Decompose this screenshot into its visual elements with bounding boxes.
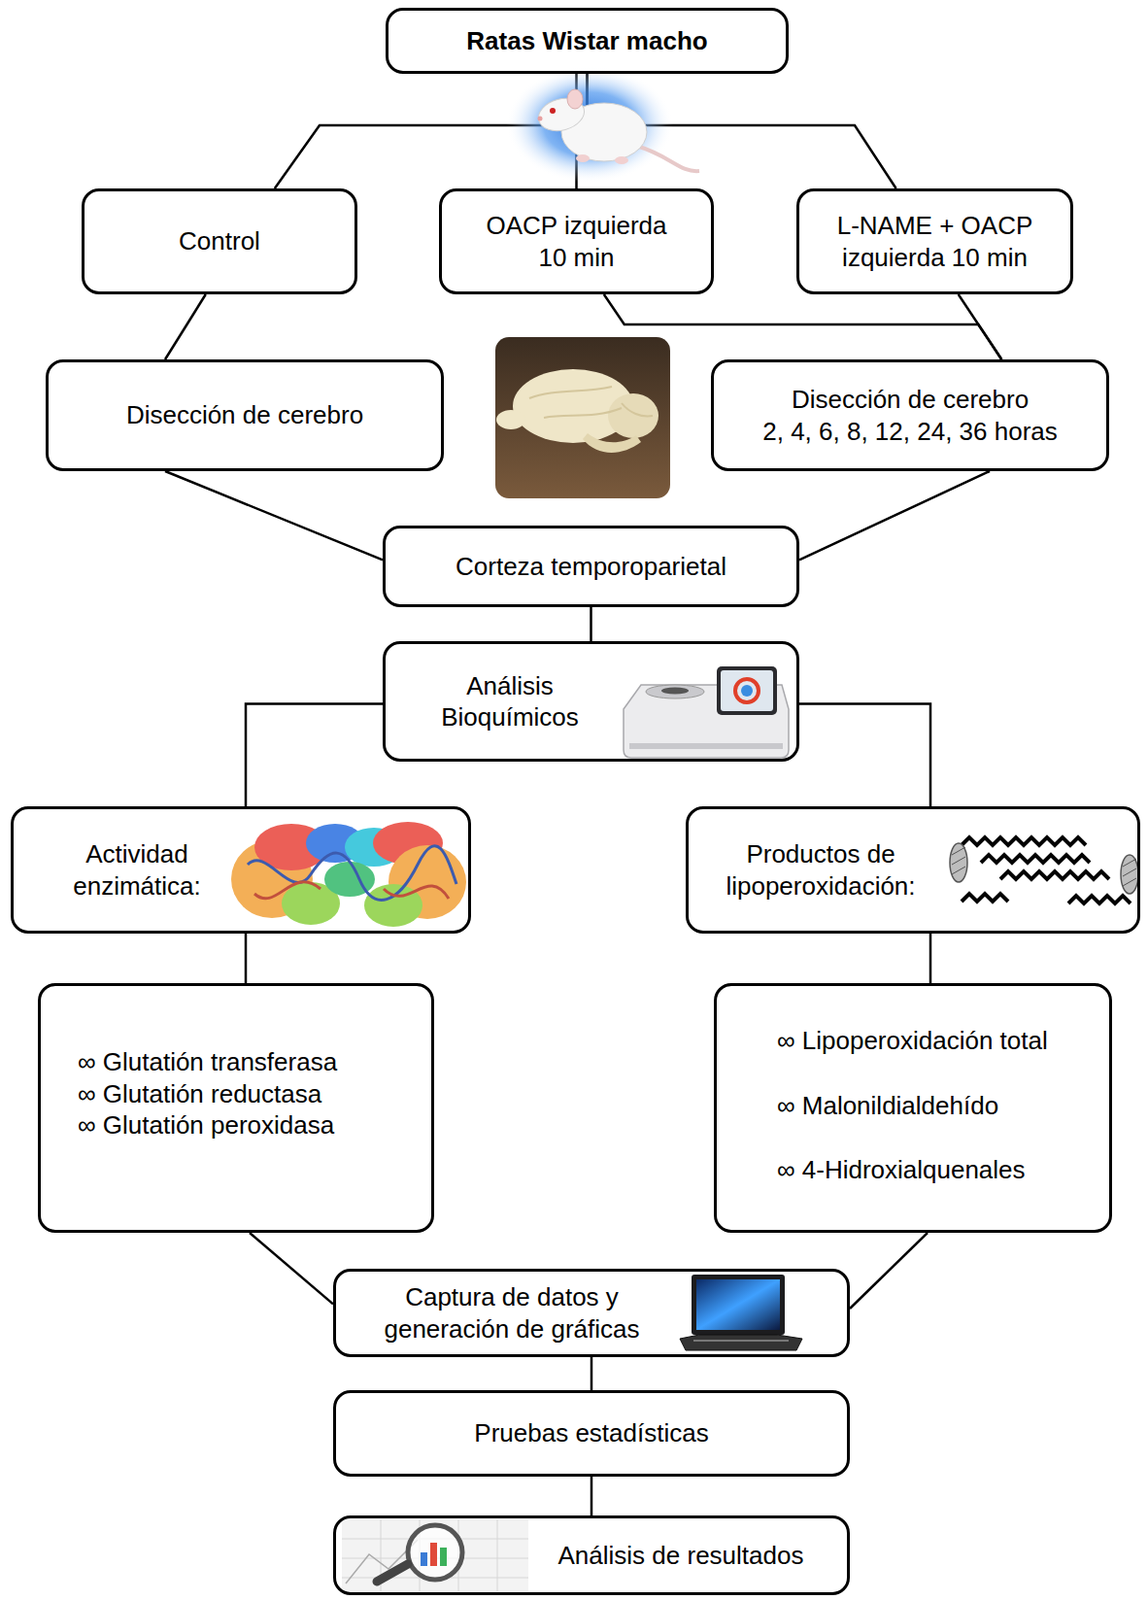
- box-label: Disección de cerebro: [791, 383, 1029, 416]
- connector-line: [849, 1232, 928, 1309]
- chart-magnifier-image: [341, 1519, 529, 1591]
- box-label: Disección de cerebro: [126, 399, 364, 432]
- list-item: ∞ 4-Hidroxialquenales: [776, 1153, 1026, 1186]
- rat-image: [506, 66, 700, 183]
- process-box: Disección de cerebro: [45, 359, 444, 472]
- box-label: Ratas Wistar macho: [466, 25, 708, 58]
- box-label: OACP izquierda 10 min: [472, 209, 681, 273]
- box-label: Control: [178, 225, 261, 258]
- list-item: ∞ Glutatión peroxidasa: [77, 1109, 335, 1142]
- list-item: ∞ Glutatión transferasa: [77, 1046, 338, 1079]
- box-label: Productos de lipoperoxidación:: [698, 838, 944, 902]
- connector-line: [245, 704, 383, 808]
- laptop-image: [679, 1274, 803, 1351]
- spectrophotometer-image: [623, 666, 789, 758]
- box-label: Análisis de resultados: [558, 1539, 805, 1572]
- box-label: Análisis Bioquímicos: [412, 670, 608, 734]
- connector-line: [590, 1356, 594, 1390]
- process-box: Ratas Wistar macho: [385, 7, 789, 74]
- lipid-molecule-image: [949, 837, 1139, 904]
- process-box: Análisis de resultados: [333, 1515, 850, 1595]
- connector-line: [165, 471, 383, 560]
- box-label: L-NAME + OACP izquierda 10 min: [820, 209, 1049, 273]
- connector-line: [958, 294, 1003, 360]
- connector-line: [589, 607, 593, 642]
- process-box: Actividad enzimática:: [10, 806, 472, 934]
- process-box: Control: [81, 188, 358, 295]
- connector-line: [165, 294, 206, 360]
- box-label: Corteza temporoparietal: [455, 550, 727, 583]
- process-box: L-NAME + OACP izquierda 10 min: [796, 188, 1074, 295]
- process-box: Captura de datos y generación de gráfica…: [333, 1268, 850, 1357]
- process-box: Corteza temporoparietal: [382, 525, 800, 608]
- list-item: ∞ Malonildialdehído: [776, 1089, 999, 1122]
- box-label: 2, 4, 6, 8, 12, 24, 36 horas: [762, 415, 1058, 448]
- connector-line: [244, 933, 248, 983]
- process-box: Análisis Bioquímicos: [382, 641, 800, 762]
- connector-line: [799, 704, 931, 808]
- process-box: OACP izquierda 10 min: [438, 188, 714, 295]
- list-item: ∞ Lipoperoxidación total: [776, 1024, 1048, 1057]
- connector-line: [590, 1476, 594, 1516]
- process-box: Disección de cerebro2, 4, 6, 8, 12, 24, …: [710, 359, 1110, 472]
- process-box: Pruebas estadísticas: [333, 1389, 850, 1477]
- connector-line: [929, 933, 933, 983]
- process-box: ∞ Glutatión transferasa∞ Glutatión reduc…: [37, 982, 435, 1233]
- protein-structure-image: [231, 821, 467, 927]
- list-item: ∞ Glutatión reductasa: [77, 1078, 322, 1111]
- connector-line: [249, 1232, 334, 1304]
- brain-photo: [495, 337, 671, 499]
- process-box: ∞ Lipoperoxidación total ∞ Malonildialdeh…: [713, 982, 1113, 1233]
- box-label: Actividad enzimática:: [34, 838, 239, 902]
- box-label: Captura de datos y generación de gráfica…: [361, 1281, 663, 1345]
- box-label: Pruebas estadísticas: [473, 1417, 709, 1450]
- connector-line: [799, 471, 990, 560]
- process-box: Productos de lipoperoxidación:: [685, 806, 1141, 934]
